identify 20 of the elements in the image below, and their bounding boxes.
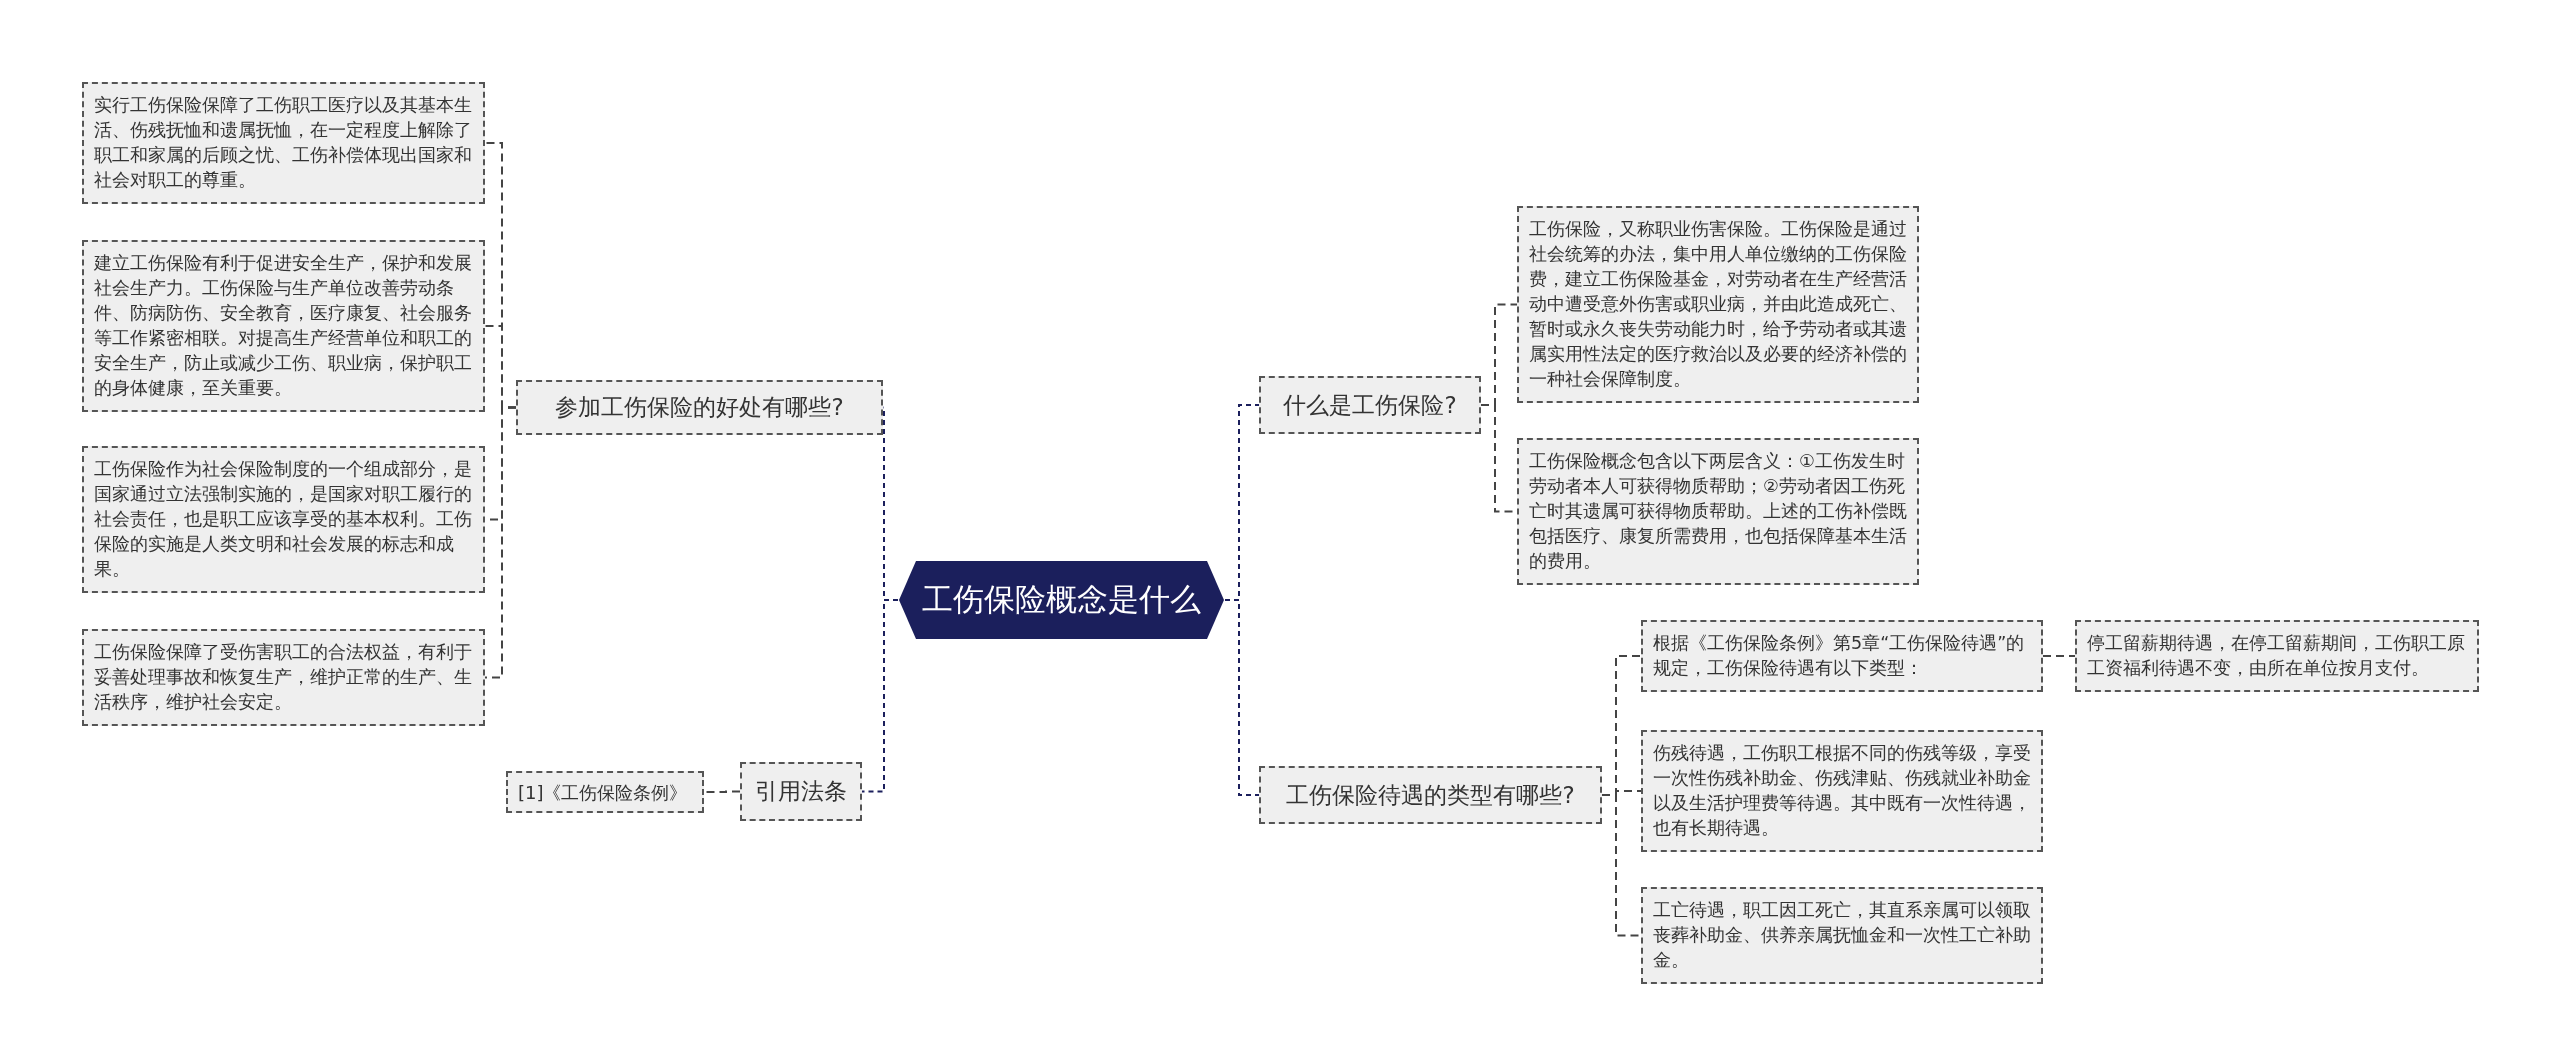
note-box: 伤残待遇，工伤职工根据不同的伤残等级，享受一次性伤残补助金、伤残津贴、伤残就业补助金以及生活护理费等待遇。其中既有一次性待遇，也有长期待遇。 — [1641, 730, 2043, 852]
note-box: [1]《工伤保险条例》 — [506, 771, 704, 813]
topic-box: 参加工伤保险的好处有哪些? — [516, 380, 883, 435]
connector-line — [2042, 655, 2076, 657]
topic-box: 工伤保险待遇的类型有哪些? — [1259, 766, 1602, 824]
note-box: 工伤保险概念包含以下两层含义：①工伤发生时劳动者本人可获得物质帮助；②劳动者因工伤死亡时其遗属可获得物质帮助。上述的工伤补偿既包括医疗、康复所需费用，也包括保障基本生活的费用。 — [1517, 438, 1919, 585]
note-box: 工伤保险作为社会保险制度的一个组成部分，是国家通过立法强制实施的，是国家对职工履行的社会责任，也是职工应该享受的基本权利。工伤保险的实施是人类文明和社会发展的标志和成果。 — [82, 446, 485, 593]
topic-box: 引用法条 — [740, 762, 862, 821]
connector-line — [1224, 599, 1260, 796]
connector-line — [1601, 794, 1642, 937]
connector-line — [861, 599, 899, 793]
topic-box: 什么是工伤保险? — [1259, 376, 1481, 434]
note-box: 工伤保险保障了受伤害职工的合法权益，有利于妥善处理事故和恢复生产，维护正常的生产、生活秩序，维护社会安定。 — [82, 629, 485, 726]
central-topic: 工伤保险概念是什么 — [898, 560, 1225, 640]
note-box: 工伤保险，又称职业伤害保险。工伤保险是通过社会统筹的办法，集中用人单位缴纳的工伤保险费，建立工伤保险基金，对劳动者在生产经营活动中遭受意外伤害或职业病，并由此造成死亡、暂时或永久丧失劳动能力时，给予劳动者或其遗属实用性法定的医疗救治以及必要的经济补偿的一种社会保障制度。 — [1517, 206, 1919, 403]
note-box: 建立工伤保险有利于促进安全生产，保护和发展社会生产力。工伤保险与生产单位改善劳动条件、防病防伤、安全教育，医疗康复、社会服务等工作紧密相联。对提高生产经营单位和职工的安全生产，防止或减少工伤、职业病，保护职工的身体健康，至关重要。 — [82, 240, 485, 412]
note-box: 停工留薪期待遇，在停工留薪期间，工伤职工原工资福利待遇不变，由所在单位按月支付。 — [2075, 620, 2479, 692]
note-box: 根据《工伤保险条例》第5章“工伤保险待遇”的规定，工伤保险待遇有以下类型： — [1641, 620, 2043, 692]
note-box: 工亡待遇，职工因工死亡，其直系亲属可以领取丧葬补助金、供养亲属抚恤金和一次性工亡补助金。 — [1641, 887, 2043, 984]
note-box: 实行工伤保险保障了工伤职工医疗以及其基本生活、伤残抚恤和遗属抚恤，在一定程度上解除了职工和家属的后顾之忧、工伤补偿体现出国家和社会对职工的尊重。 — [82, 82, 485, 204]
